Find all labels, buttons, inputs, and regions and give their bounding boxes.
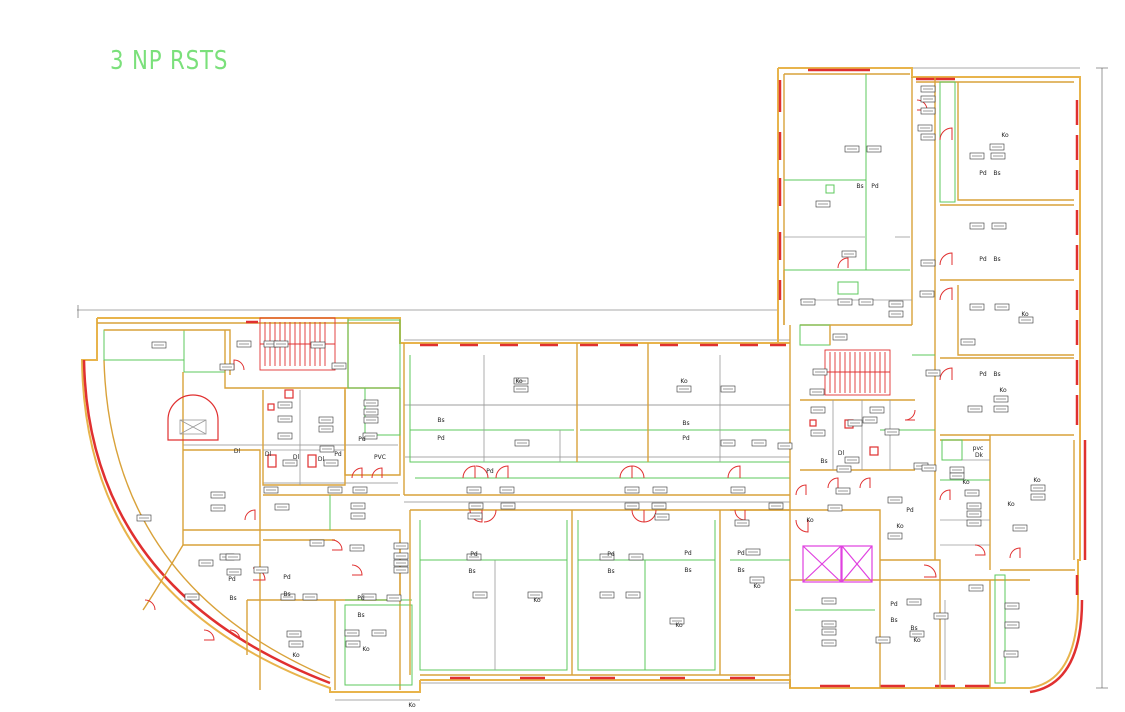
room-label: Ko [1021,311,1029,318]
room-label: Pd [979,371,987,378]
room-label: Pd [682,435,690,442]
dimension-lines [77,67,1108,701]
room-label: Dl [293,454,300,461]
room-label: Bs [737,567,744,574]
room-label: Pd [228,576,236,583]
room-label: Ko [680,378,688,385]
room-label: Ko [515,378,523,385]
room-label: Dl [265,451,272,458]
room-label: Ko [292,652,300,659]
room-label: Bs [468,568,475,575]
room-label: Dl [838,450,845,457]
round-bay [167,394,219,441]
room-label: Bs [890,617,897,624]
room-label: Ko [896,523,904,530]
room-label: Pd [979,170,987,177]
windows [246,68,1079,688]
room-label: Ko [533,597,541,604]
room-label: Bs [993,371,1000,378]
room-label: PVC [374,454,386,461]
room-label: Bs [684,567,691,574]
room-label: Pd [470,551,478,558]
room-label: Pd [486,468,494,475]
room-label: Pd [890,601,898,608]
room-label: Pd [906,507,914,514]
room-label: Ko [675,622,683,629]
room-label: Ko [408,702,416,709]
room-label: Pd [979,256,987,263]
room-label: Dk [975,452,984,459]
room-label: Ko [999,387,1007,394]
room-label: Pd [437,435,445,442]
room-label: Pd [871,183,879,190]
room-label: Pd [684,550,692,557]
room-label: Bs [993,170,1000,177]
room-label: Pd [737,550,745,557]
room-label: pvc [973,445,984,452]
room-label: Ko [962,479,970,486]
room-label: Pd [607,551,615,558]
room-label: Bs [682,420,689,427]
room-label: Bs [910,625,917,632]
room-label: Ko [1001,132,1009,139]
room-label: Bs [856,183,863,190]
room-label: Bs [993,256,1000,263]
room-label: Bs [820,458,827,465]
room-label: Pd [357,595,365,602]
room-label: Dl [234,448,241,455]
room-label: Ko [1007,501,1015,508]
room-label: Bs [607,568,614,575]
room-label: Ko [362,646,370,653]
room-label: Bs [437,417,444,424]
room-label: Ko [1033,477,1041,484]
room-label: Pd [358,436,366,443]
room-label: Ko [806,517,814,524]
room-label: Pd [283,574,291,581]
inner-walls [103,74,1075,690]
room-label: Ko [753,583,761,590]
room-tags [136,85,1046,658]
room-label: Bs [357,612,364,619]
room-label: Pd [334,451,342,458]
room-label: Ko [913,637,921,644]
doors [144,99,1021,641]
room-label: Dl [318,456,325,463]
drawing-title: 3 NP RSTS [110,46,229,76]
staircases [259,317,891,396]
elevator-shafts [802,545,873,583]
room-label: Bs [283,591,290,598]
room-label: Bs [229,595,236,602]
